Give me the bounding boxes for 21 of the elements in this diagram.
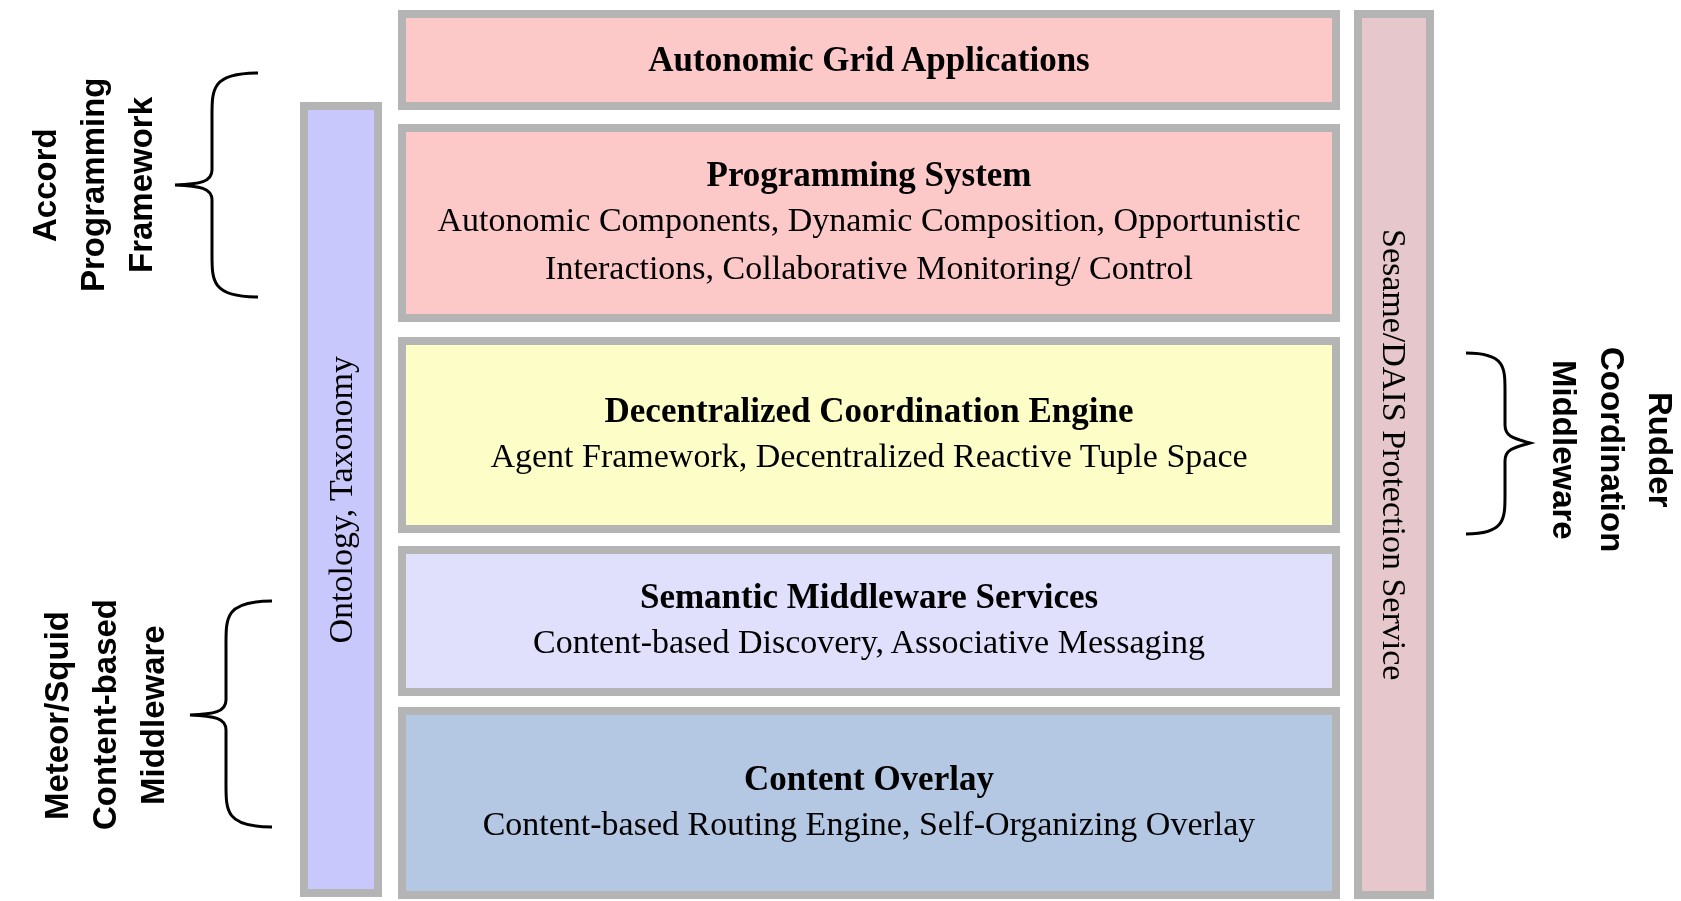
vertical-band [300,102,382,897]
layer-title: Autonomic Grid Applications [647,39,1091,81]
layer-title: Semantic Middleware Services [638,576,1100,618]
layer-description: Autonomic Components, Dynamic Composition, Opportunistic Interactions, Collaborative Monitoring/ Control [436,200,1302,288]
layer-box [398,707,1340,899]
vertical-band [1354,10,1434,899]
layer-title: Decentralized Coordination Engine [603,390,1135,432]
band-label: Sesame/DAIS Protection Service [1375,228,1413,681]
layer-box [398,124,1340,322]
layer-box [398,546,1340,696]
layer-title: Content Overlay [743,758,995,800]
bracket-label: Meteor/Squid Content-based Middleware [37,598,172,833]
layer-box [398,337,1340,533]
layer-title: Programming System [705,154,1033,196]
bracket-label: Rudder Coordination Middleware [1545,346,1680,555]
layer-box [398,10,1340,110]
band-label: Ontology, Taxonomy [322,355,360,644]
layer-description: Content-based Discovery, Associative Messaging [532,622,1206,662]
layer-description: Agent Framework, Decentralized Reactive Tuple Space [489,436,1249,476]
layer-description: Content-based Routing Engine, Self-Organizing Overlay [481,804,1257,844]
bracket-label: Accord Programming Framework [25,76,160,295]
